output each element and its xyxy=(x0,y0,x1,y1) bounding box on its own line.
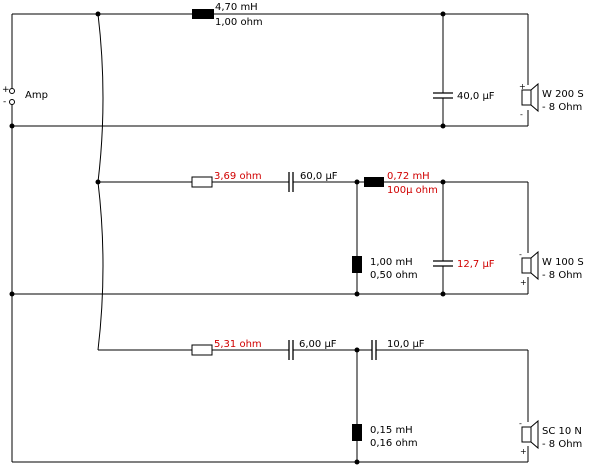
woofer-speaker-model: W 200 S xyxy=(542,89,584,100)
midrange-resistor-value: 3,69 ohm xyxy=(214,171,262,182)
junction-dot xyxy=(440,123,446,129)
tweeter-series-capacitor-2-icon[interactable] xyxy=(371,340,377,360)
junction-dots xyxy=(9,11,446,465)
midrange-series-capacitor-icon[interactable] xyxy=(288,172,294,192)
woofer-speaker-icon[interactable]: + - xyxy=(519,82,539,119)
midrange-series-resistor-icon[interactable] xyxy=(191,176,213,188)
tweeter-capacitor-1-value: 6,00 µF xyxy=(299,339,337,350)
midrange-shunt-inductor-inductance: 1,00 mH xyxy=(370,257,413,268)
wires xyxy=(11,13,529,463)
midrange-series-inductor-resistance: 100µ ohm xyxy=(387,185,438,196)
tweeter-speaker-icon[interactable]: - + xyxy=(519,419,539,456)
midrange-shunt-capacitor-value: 12,7 µF xyxy=(457,259,495,270)
junction-dot xyxy=(440,179,446,185)
amp-label: Amp xyxy=(25,90,48,101)
tweeter-speaker-impedance: - 8 Ohm xyxy=(542,439,582,450)
midrange-speaker-model: W 100 S xyxy=(542,257,584,268)
speaker-plus-sign: + xyxy=(520,278,527,287)
midrange-series-capacitor-value: 60,0 µF xyxy=(300,171,338,182)
junction-dot xyxy=(354,347,360,353)
midrange-speaker-impedance: - 8 Ohm xyxy=(542,270,582,281)
speaker-minus-sign: - xyxy=(520,110,523,119)
midrange-branch: 3,69 ohm 60,0 µF 0,72 mH 100µ ohm 1,00 m… xyxy=(191,171,584,287)
junction-dot xyxy=(354,179,360,185)
midrange-shunt-capacitor-icon[interactable] xyxy=(433,260,453,267)
woofer-inductor-resistance: 1,00 ohm xyxy=(215,17,263,28)
tweeter-shunt-inductor-icon[interactable] xyxy=(352,424,362,441)
midrange-speaker-icon[interactable]: - + xyxy=(519,250,539,287)
junction-dot xyxy=(440,11,446,17)
tweeter-series-capacitor-1-icon[interactable] xyxy=(288,340,294,360)
junction-dot xyxy=(95,179,101,185)
tweeter-shunt-inductor-resistance: 0,16 ohm xyxy=(370,438,418,449)
tweeter-shunt-inductor-inductance: 0,15 mH xyxy=(370,425,413,436)
speaker-minus-sign: - xyxy=(519,250,522,259)
midrange-series-inductor-icon[interactable] xyxy=(364,177,384,187)
junction-dot xyxy=(9,291,15,297)
tweeter-series-resistor-icon[interactable] xyxy=(191,344,213,356)
speaker-minus-sign: - xyxy=(519,419,522,428)
amp-terminals: + - Amp xyxy=(2,85,48,107)
junction-dot xyxy=(9,123,15,129)
amp-positive-terminal[interactable] xyxy=(9,88,15,94)
tweeter-speaker-model: SC 10 N xyxy=(542,426,582,437)
amp-negative-terminal[interactable] xyxy=(9,99,15,105)
speaker-plus-sign: + xyxy=(519,82,526,91)
tweeter-capacitor-2-value: 10,0 µF xyxy=(387,339,425,350)
midrange-shunt-inductor-icon[interactable] xyxy=(352,256,362,273)
woofer-capacitor-value: 40,0 µF xyxy=(457,91,495,102)
amp-minus-sign: - xyxy=(3,97,6,107)
woofer-shunt-capacitor-icon[interactable] xyxy=(433,92,453,99)
tweeter-branch: 5,31 ohm 6,00 µF 10,0 µF 0,15 mH 0,16 oh… xyxy=(191,339,582,456)
tweeter-resistor-value: 5,31 ohm xyxy=(214,339,262,350)
midrange-series-inductor-inductance: 0,72 mH xyxy=(387,171,430,182)
junction-dot xyxy=(440,291,446,297)
speaker-plus-sign: + xyxy=(520,447,527,456)
junction-dot xyxy=(95,11,101,17)
woofer-inductor-inductance: 4,70 mH xyxy=(215,2,258,13)
woofer-branch: 4,70 mH 1,00 ohm 40,0 µF + - W 200 S - 8… xyxy=(192,2,584,119)
amp-plus-sign: + xyxy=(2,85,10,95)
woofer-speaker-impedance: - 8 Ohm xyxy=(542,102,582,113)
midrange-shunt-inductor-resistance: 0,50 ohm xyxy=(370,270,418,281)
woofer-series-inductor-icon[interactable] xyxy=(192,9,214,19)
junction-dot xyxy=(354,459,360,465)
junction-dot xyxy=(354,291,360,297)
